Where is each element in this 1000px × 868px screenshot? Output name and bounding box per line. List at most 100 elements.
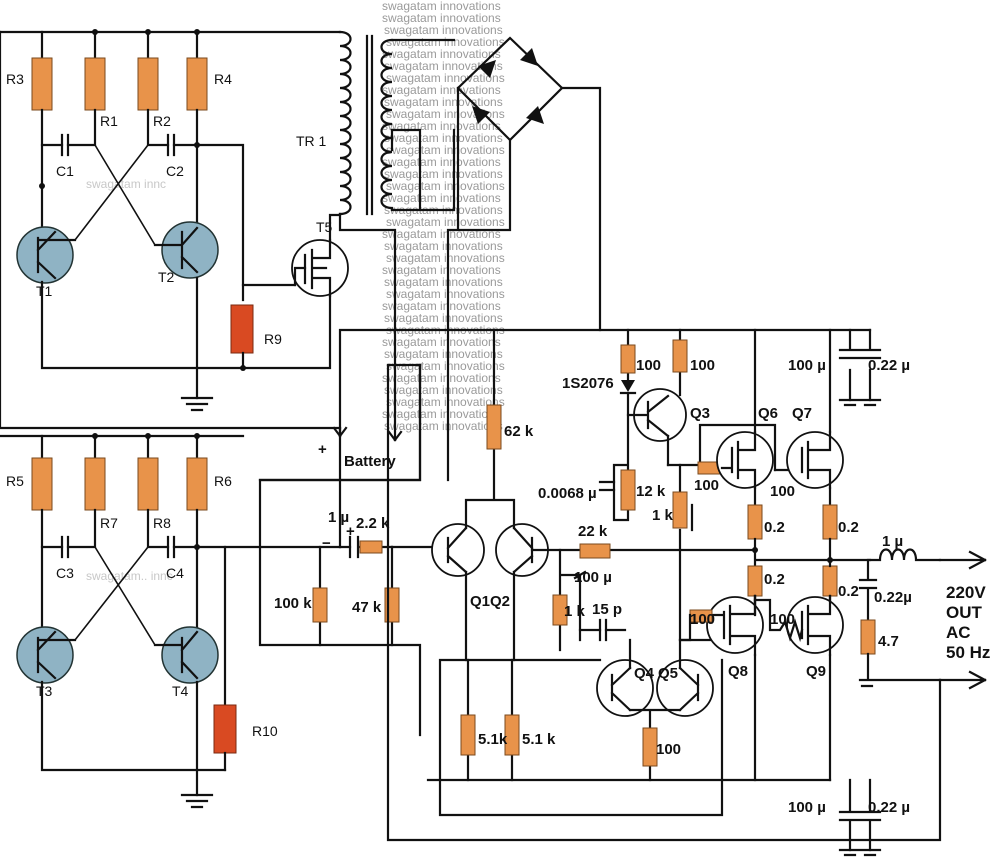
label-q5: Q5	[658, 665, 678, 682]
label-r8: R8	[153, 515, 171, 531]
transistor-t2	[161, 221, 219, 279]
resistor-0-2-q8	[747, 565, 763, 597]
resistor-1k-trim	[672, 491, 688, 529]
watermark-line: swagatam innovations	[384, 419, 503, 433]
watermark-line: swagatam innovations	[382, 371, 501, 385]
resistor-0-2-q7	[822, 504, 838, 540]
mosfet-q7	[786, 431, 844, 489]
label-r-g3: 100	[690, 611, 715, 628]
watermark-line: swagatam innovations	[384, 131, 503, 145]
output-line-4: 50 Hz	[946, 643, 990, 662]
label-c-in-minus: −	[322, 535, 331, 552]
label-r-100-b: 100	[690, 357, 715, 374]
watermark-line: swagatam innovations	[386, 287, 505, 301]
label-q8: Q8	[728, 663, 748, 680]
ground-icon	[180, 396, 214, 412]
label-r-02-c: 0.2	[764, 571, 785, 588]
label-c-bot-film: 0.22 µ	[868, 799, 910, 816]
label-c-in-plus: +	[346, 523, 355, 540]
resistor-r3	[31, 57, 53, 111]
resistor-12k	[620, 469, 636, 511]
mosfet-q6	[716, 431, 774, 489]
label-r-51k-a: 5.1k	[478, 731, 508, 748]
output-line-1: 220V	[946, 583, 986, 602]
label-r10: R10	[252, 723, 278, 739]
resistor-2k2	[359, 540, 383, 554]
resistor-100k	[312, 587, 328, 623]
label-c-100u: 100 µ	[574, 569, 612, 586]
watermark-line: swagatam innovations	[382, 335, 501, 349]
watermark-line: swagatam innovations	[382, 407, 501, 421]
watermark-line: swagatam innovations	[384, 239, 503, 253]
resistor-100-q4q5	[642, 727, 658, 767]
label-r-g1: 100	[694, 477, 719, 494]
oscillator-bottom	[0, 433, 342, 809]
battery-label: Battery	[344, 453, 396, 470]
watermark-line: swagatam innovations	[386, 179, 505, 193]
transistor-t1	[16, 226, 74, 284]
label-r-in: 2.2 k	[356, 515, 390, 532]
label-r-100-a: 100	[636, 357, 661, 374]
label-r-out: 4.7	[878, 633, 899, 650]
label-c-in: 1 µ	[328, 509, 349, 526]
label-diode: 1S2076	[562, 375, 614, 392]
label-l-out: 1 µ	[882, 533, 903, 550]
battery-connection: + Battery	[318, 426, 396, 470]
watermark-line: swagatam innovations	[386, 251, 505, 265]
label-t5: T5	[316, 219, 333, 235]
label-r4: R4	[214, 71, 232, 87]
label-r-g4: 100	[770, 611, 795, 628]
label-r-12k: 12 k	[636, 483, 666, 500]
resistor-5k1-a	[460, 714, 476, 756]
label-q3: Q3	[690, 405, 710, 422]
label-q1q2: Q1Q2	[470, 593, 510, 610]
oscillator-top	[0, 29, 349, 430]
label-c2: C2	[166, 163, 184, 179]
label-c-bot-elec: 100 µ	[788, 799, 826, 816]
watermark-line: swagatam innovations	[382, 47, 501, 61]
mosfet-q8	[706, 596, 764, 654]
label-t2: T2	[158, 269, 175, 285]
resistor-22k	[579, 543, 611, 559]
resistor-r5	[31, 457, 53, 511]
output-line-3: AC	[946, 623, 971, 642]
watermark-line: swagatam innovations	[386, 359, 505, 373]
label-r-100-c: 100	[656, 741, 681, 758]
watermark-line: swagatam innovations	[386, 35, 505, 49]
label-r2: R2	[153, 113, 171, 129]
label-r-47k: 47 k	[352, 599, 382, 616]
label-r-02-b: 0.2	[838, 519, 859, 536]
label-t3: T3	[36, 683, 53, 699]
label-r-100k: 100 k	[274, 595, 312, 612]
watermark-line: swagatam innovations	[386, 215, 505, 229]
label-tr1: TR 1	[296, 133, 327, 149]
label-q6: Q6	[758, 405, 778, 422]
watermark-line: swagatam innovations	[384, 383, 503, 397]
resistor-100-diode	[620, 344, 636, 374]
label-r-02-d: 0.2	[838, 583, 859, 600]
transistor-t3	[16, 626, 74, 684]
watermark-line: swagatam innovations	[384, 275, 503, 289]
label-c4: C4	[166, 565, 184, 581]
watermark-line: swagatam innovations	[382, 299, 501, 313]
watermark-line: swagatam innovations	[382, 83, 501, 97]
watermark-line: swagatam innovations	[386, 143, 505, 157]
label-r1: R1	[100, 113, 118, 129]
resistor-r6	[186, 457, 208, 511]
resistor-4-7	[860, 619, 876, 655]
watermark-line: swagatam innovations	[384, 347, 503, 361]
watermark-line: swagatam innovations	[386, 71, 505, 85]
watermark-line: swagatam innovations	[384, 59, 503, 73]
label-r-02-a: 0.2	[764, 519, 785, 536]
label-c3: C3	[56, 565, 74, 581]
watermark-line: swagatam innovations	[384, 95, 503, 109]
resistor-5k1-b	[504, 714, 520, 756]
label-c-15p: 15 p	[592, 601, 622, 618]
battery-plus: +	[318, 441, 327, 458]
label-t4: T4	[172, 683, 189, 699]
label-r-1k: 1 k	[564, 603, 586, 620]
watermark-line: swagatam innovations	[382, 155, 501, 169]
resistor-r7	[84, 457, 106, 511]
